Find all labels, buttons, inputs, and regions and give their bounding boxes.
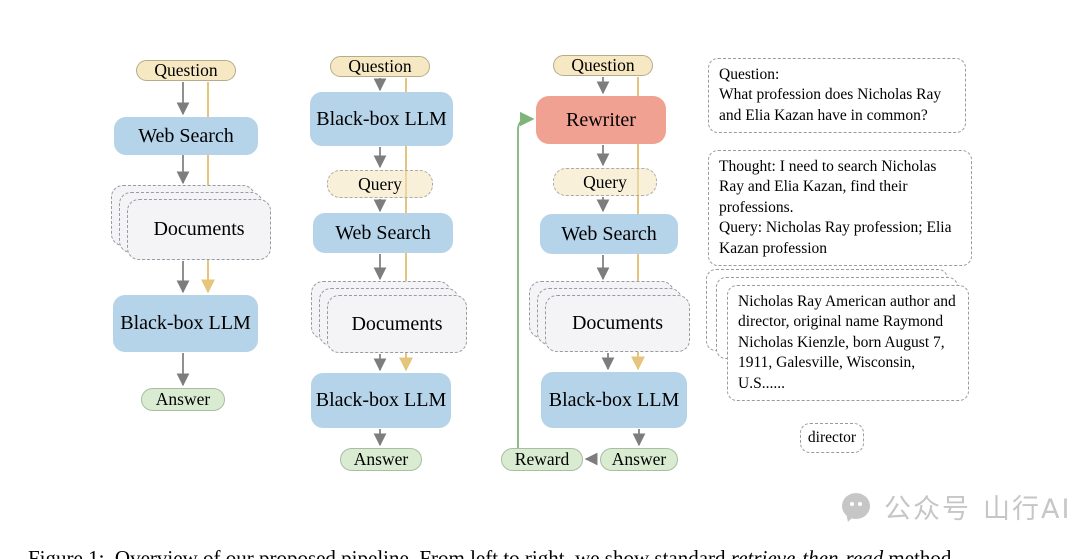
example-thought-box: Thought: I need to search Nicholas Ray a… xyxy=(708,150,972,267)
example-documents-box: Nicholas Ray American author and directo… xyxy=(727,285,969,402)
caption-line-1: Figure 1: Overview of our proposed pipel… xyxy=(28,546,957,559)
right-llm-reader-box: Black-box LLM xyxy=(541,372,687,428)
middle-question-pill: Question xyxy=(330,56,430,77)
middle-web-search-box: Web Search xyxy=(313,213,453,253)
figure-caption: Figure 1: Overview of our proposed pipel… xyxy=(28,491,1068,559)
right-reward-pill: Reward xyxy=(501,448,583,471)
right-documents-box: Documents xyxy=(545,295,690,352)
middle-answer-pill: Answer xyxy=(340,448,422,471)
watermark: 公众号 山行AI xyxy=(842,487,1071,526)
wechat-bubble-icon xyxy=(842,492,872,523)
left-documents-box: Documents xyxy=(127,199,271,260)
middle-llm-reader-box: Black-box LLM xyxy=(311,373,451,428)
left-web-search-box: Web Search xyxy=(114,117,258,155)
middle-query-pill: Query xyxy=(327,170,433,198)
right-answer-pill: Answer xyxy=(600,448,678,471)
right-web-search-box: Web Search xyxy=(540,214,678,254)
example-answer-box: director xyxy=(800,423,864,454)
watermark-label-2: 山行AI xyxy=(983,494,1072,525)
watermark-label-1: 公众号 xyxy=(884,494,971,525)
middle-llm-rewriter-box: Black-box LLM xyxy=(310,92,453,146)
middle-documents-box: Documents xyxy=(327,295,467,353)
example-question-box: Question: What profession does Nicholas … xyxy=(708,58,966,134)
right-question-pill: Question xyxy=(553,55,653,76)
left-question-pill: Question xyxy=(136,60,236,81)
right-query-pill: Query xyxy=(553,168,657,196)
left-llm-box: Black-box LLM xyxy=(113,295,258,352)
left-answer-pill: Answer xyxy=(141,388,225,411)
right-rewriter-box: Rewriter xyxy=(536,96,666,144)
